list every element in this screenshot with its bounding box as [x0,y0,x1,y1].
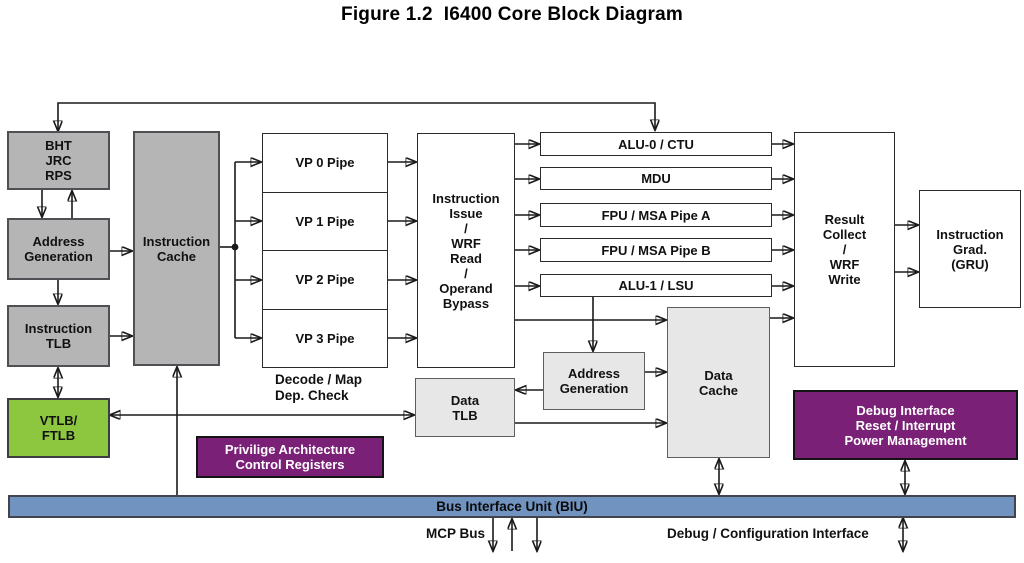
block-vp3-pipe: VP 3 Pipe [263,308,387,368]
block-result-collect-wrf-write: Result Collect / WRF Write [794,132,895,367]
block-mdu: MDU [540,167,772,190]
block-vp0-pipe: VP 0 Pipe [295,155,355,171]
junction-dot [231,243,239,251]
block-instruction-issue: Instruction Issue / WRF Read / Operand B… [417,133,515,368]
block-privilege-architecture-control-registers: Privilige Architecture Control Registers [196,436,384,478]
figure-title: Figure 1.2 I6400 Core Block Diagram [341,4,683,25]
block-instruction-tlb: Instruction TLB [7,305,110,367]
block-alu1-lsu: ALU-1 / LSU [540,274,772,297]
block-debug-interface-reset-interrupt-power: Debug Interface Reset / Interrupt Power … [793,390,1018,460]
connector-branch-feedback [58,102,655,131]
block-instruction-cache: Instruction Cache [133,131,220,366]
block-vp2-pipe: VP 2 Pipe [263,250,387,309]
block-bht-jrc-rps: BHT JRC RPS [7,131,110,190]
block-data-cache: Data Cache [667,307,770,458]
block-fpu-msa-pipe-b: FPU / MSA Pipe B [540,238,772,262]
block-vtlb-ftlb: VTLB/ FTLB [7,398,110,458]
block-address-generation-fetch: Address Generation [7,218,110,280]
block-vp1-pipe: VP 1 Pipe [263,191,387,251]
label-debug-configuration-interface: Debug / Configuration Interface [667,526,869,541]
block-bus-interface-unit: Bus Interface Unit (BIU) [8,495,1016,518]
block-alu0-ctu: ALU-0 / CTU [540,132,772,156]
block-address-generation-data: Address Generation [543,352,645,410]
block-vp-pipes: VP 0 Pipe VP 1 Pipe VP 2 Pipe VP 3 Pipe [262,133,388,368]
label-decode-map-dep-check: Decode / Map Dep. Check [275,372,363,403]
block-data-tlb: Data TLB [415,378,515,437]
label-mcp-bus: MCP Bus [425,526,485,541]
block-instruction-grad-gru: Instruction Grad. (GRU) [919,190,1021,308]
block-fpu-msa-pipe-a: FPU / MSA Pipe A [540,203,772,227]
